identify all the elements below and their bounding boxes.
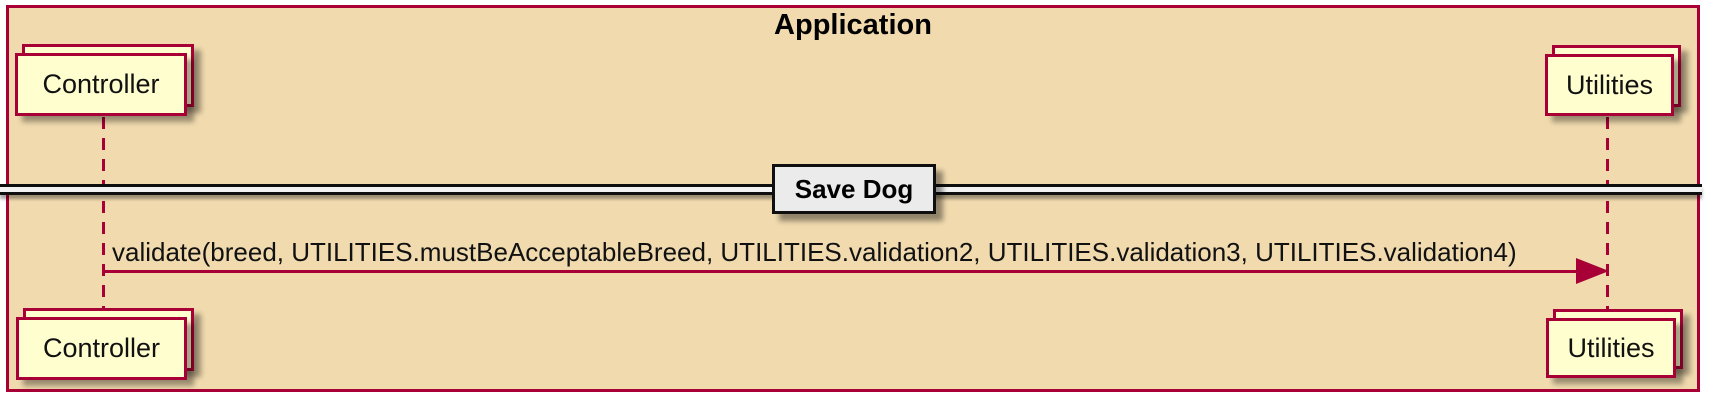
- participant-controller-bottom: Controller: [16, 308, 194, 380]
- utilities-lifeline: [1606, 117, 1609, 318]
- participant-label: Utilities: [1546, 318, 1676, 378]
- participant-label: Controller: [16, 317, 187, 380]
- message-arrowhead-icon: [1576, 258, 1609, 284]
- message-arrow-line: [103, 270, 1578, 273]
- message-label: validate(breed, UTILITIES.mustBeAcceptab…: [112, 237, 1517, 267]
- divider-label: Save Dog: [772, 164, 936, 214]
- participant-label: Controller: [15, 53, 187, 116]
- participant-controller-top: Controller: [15, 44, 194, 116]
- frame-title: Application: [774, 9, 932, 41]
- participant-label: Utilities: [1545, 54, 1674, 116]
- participant-utilities-bottom: Utilities: [1546, 309, 1683, 378]
- participant-utilities-top: Utilities: [1545, 45, 1681, 116]
- controller-lifeline: [102, 117, 105, 317]
